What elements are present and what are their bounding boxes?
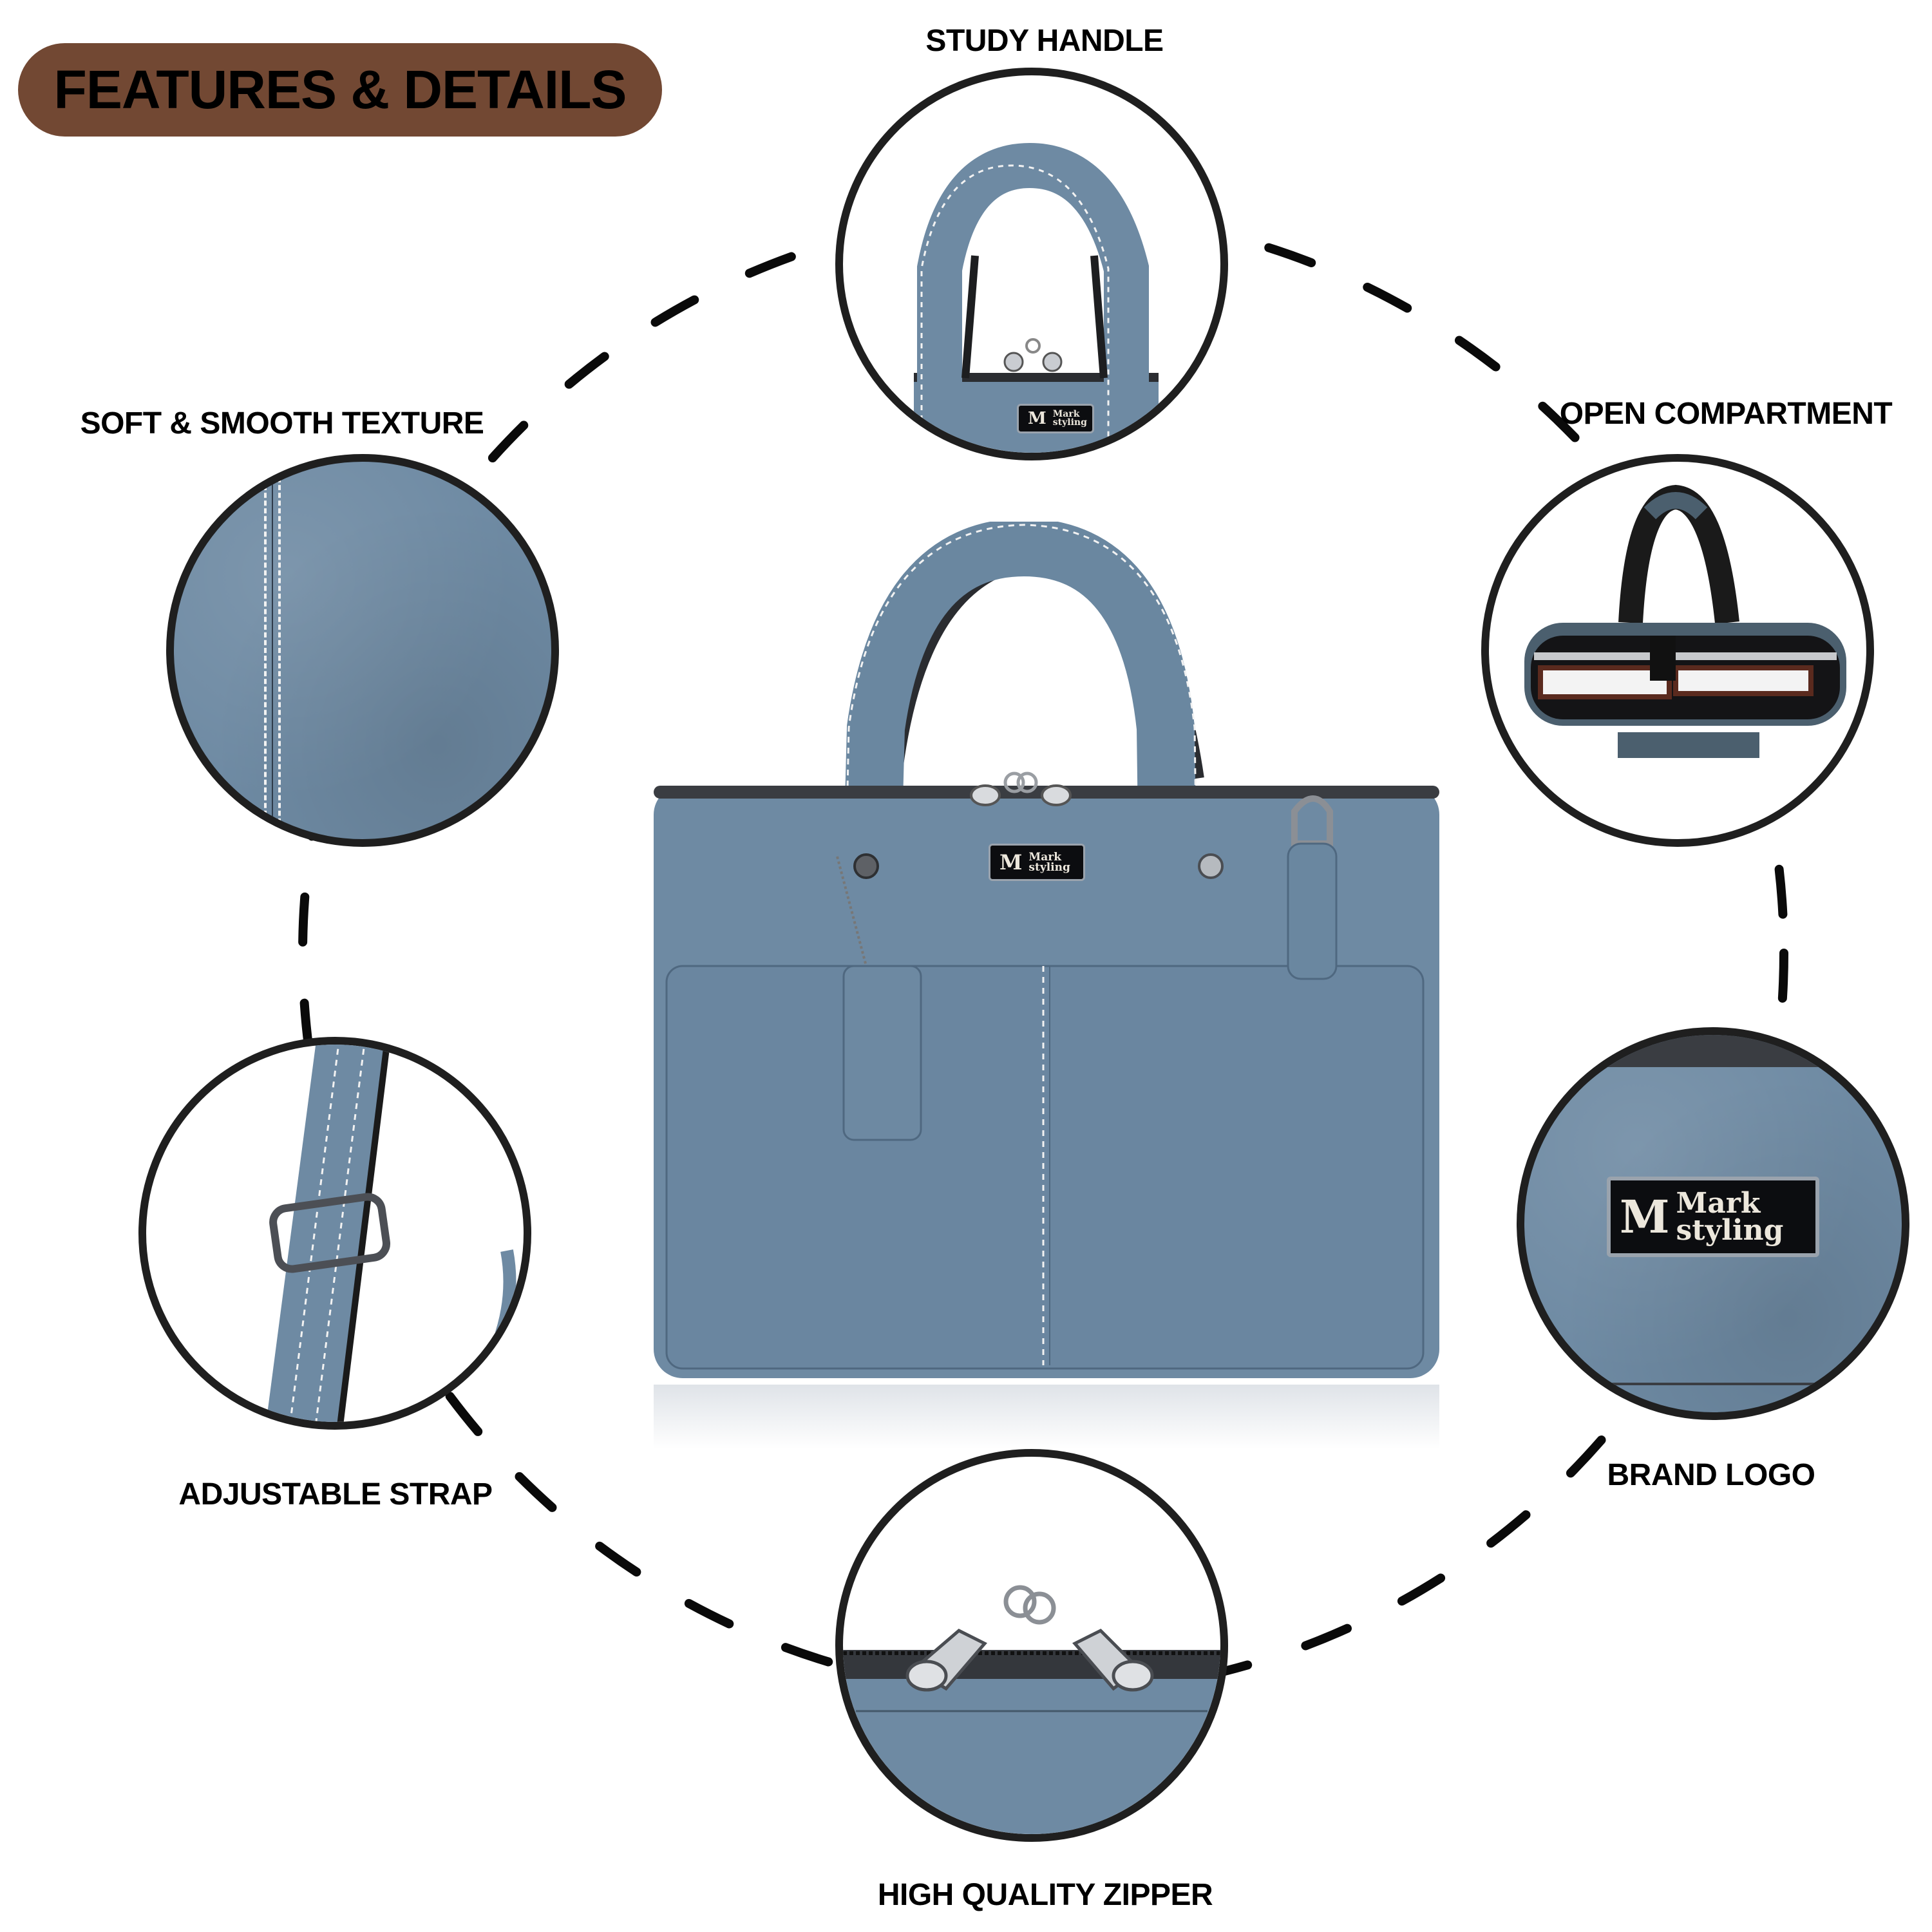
zipper-illustration: [843, 1585, 1220, 1834]
features-details-header: FEATURES & DETAILS: [18, 43, 662, 137]
label-adjustable-strap: ADJUSTABLE STRAP: [178, 1477, 493, 1511]
brand-badge-large: M Mark styling: [1607, 1177, 1819, 1257]
label-soft-smooth-texture: SOFT & SMOOTH TEXTURE: [80, 406, 484, 440]
brand-line2: styling: [1676, 1213, 1784, 1247]
laptop-bag-illustration: [654, 522, 1439, 1449]
brand-text: Mark styling: [1053, 410, 1087, 428]
brand-line1: Mark: [1028, 850, 1061, 864]
seam-line: [272, 462, 273, 839]
brand-line1: Mark: [1052, 408, 1080, 419]
open-compartment-illustration: [1524, 484, 1846, 758]
brand-line2: styling: [1028, 861, 1070, 874]
brand-text: Mark styling: [1028, 850, 1070, 874]
detail-circle-brand-logo: M Mark styling: [1517, 1027, 1909, 1420]
detail-circle-texture: [166, 454, 559, 847]
brand-monogram-icon: M: [1620, 1190, 1670, 1244]
detail-circle-strap: [138, 1037, 531, 1430]
brand-text: Mark styling: [1676, 1186, 1784, 1247]
brand-line2: styling: [1052, 417, 1087, 428]
brand-badge-small: M Mark styling: [1017, 404, 1094, 433]
label-brand-logo: BRAND LOGO: [1607, 1458, 1815, 1492]
header-title: FEATURES & DETAILS: [53, 59, 627, 120]
detail-circle-compartment: [1481, 454, 1874, 847]
brand-monogram-icon: M: [1028, 409, 1046, 428]
stitch-line: [278, 462, 281, 839]
brand-monogram-icon: M: [999, 850, 1023, 875]
product-bag-main: M Mark styling: [644, 522, 1449, 1455]
detail-circle-handle: M Mark styling: [835, 68, 1228, 460]
bottom-seam: [1524, 1383, 1902, 1385]
zipper-edge: [1524, 1035, 1902, 1067]
brand-line1: Mark: [1676, 1186, 1761, 1220]
brand-badge-bag: M Mark styling: [989, 844, 1085, 881]
label-study-handle: STUDY HANDLE: [925, 24, 1164, 58]
stitch-line: [264, 462, 267, 839]
label-open-compartment: OPEN COMPARTMENT: [1559, 397, 1893, 431]
handle-illustration: [914, 142, 1159, 453]
detail-circle-zipper: [835, 1449, 1228, 1842]
adjustable-strap-illustration: [266, 1045, 516, 1422]
label-high-quality-zipper: HIGH QUALITY ZIPPER: [877, 1878, 1213, 1912]
